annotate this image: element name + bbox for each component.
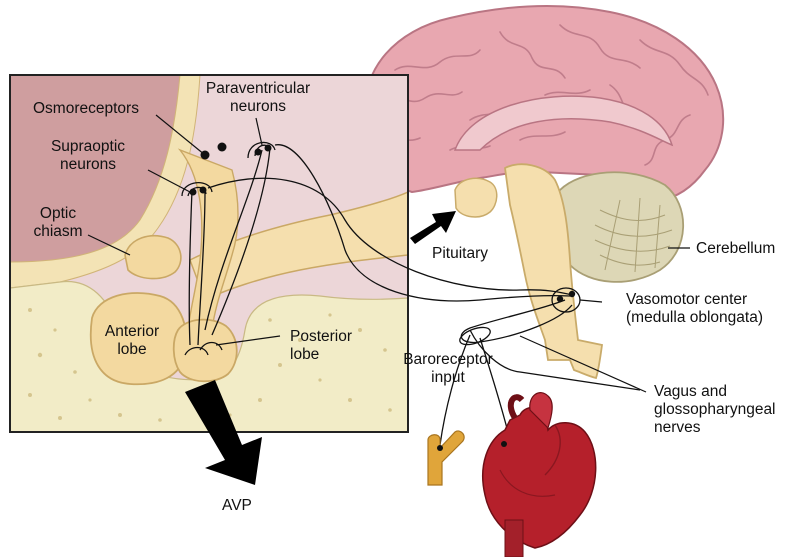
vasomotor-center-label: Vasomotor center (medulla oblongata) (626, 291, 764, 326)
neuron-fibers (188, 144, 641, 446)
paraventricular-label: Paraventricular neurons (205, 80, 311, 115)
anterior-lobe-label: Anterior lobe (104, 323, 160, 358)
posterior-terminals (184, 341, 223, 356)
inset-panel (9, 74, 409, 433)
cerebellum-label: Cerebellum (696, 240, 776, 257)
pituitary-arrow (410, 211, 456, 244)
brain-pituitary (454, 177, 498, 218)
osmoreceptors-label: Osmoreceptors (33, 100, 139, 117)
vagus-nerves-label: Vagus and glossopharyngeal nerves (654, 383, 776, 436)
paraventricular-cells (247, 141, 276, 159)
leader-lines (87, 114, 690, 393)
optic-chiasm-label: Optic chiasm (33, 205, 83, 240)
baroreceptor-input-label: Baroreceptor input (403, 351, 493, 386)
avp-label: AVP (222, 497, 252, 514)
avp-arrow (185, 380, 262, 485)
brain (364, 5, 725, 380)
carotid-sinus (427, 430, 465, 486)
nerve-bundle-loop (459, 326, 491, 346)
brainstem (504, 163, 604, 380)
corpus-callosum (453, 95, 674, 151)
supraoptic-cells (181, 182, 213, 197)
optic-chiasm (124, 234, 182, 280)
supraoptic-label: Supraoptic neurons (50, 138, 126, 173)
posterior-lobe-label: Posterior lobe (290, 328, 353, 363)
cerebellum (551, 171, 685, 283)
pituitary-label: Pituitary (432, 245, 488, 262)
heart (481, 392, 597, 557)
